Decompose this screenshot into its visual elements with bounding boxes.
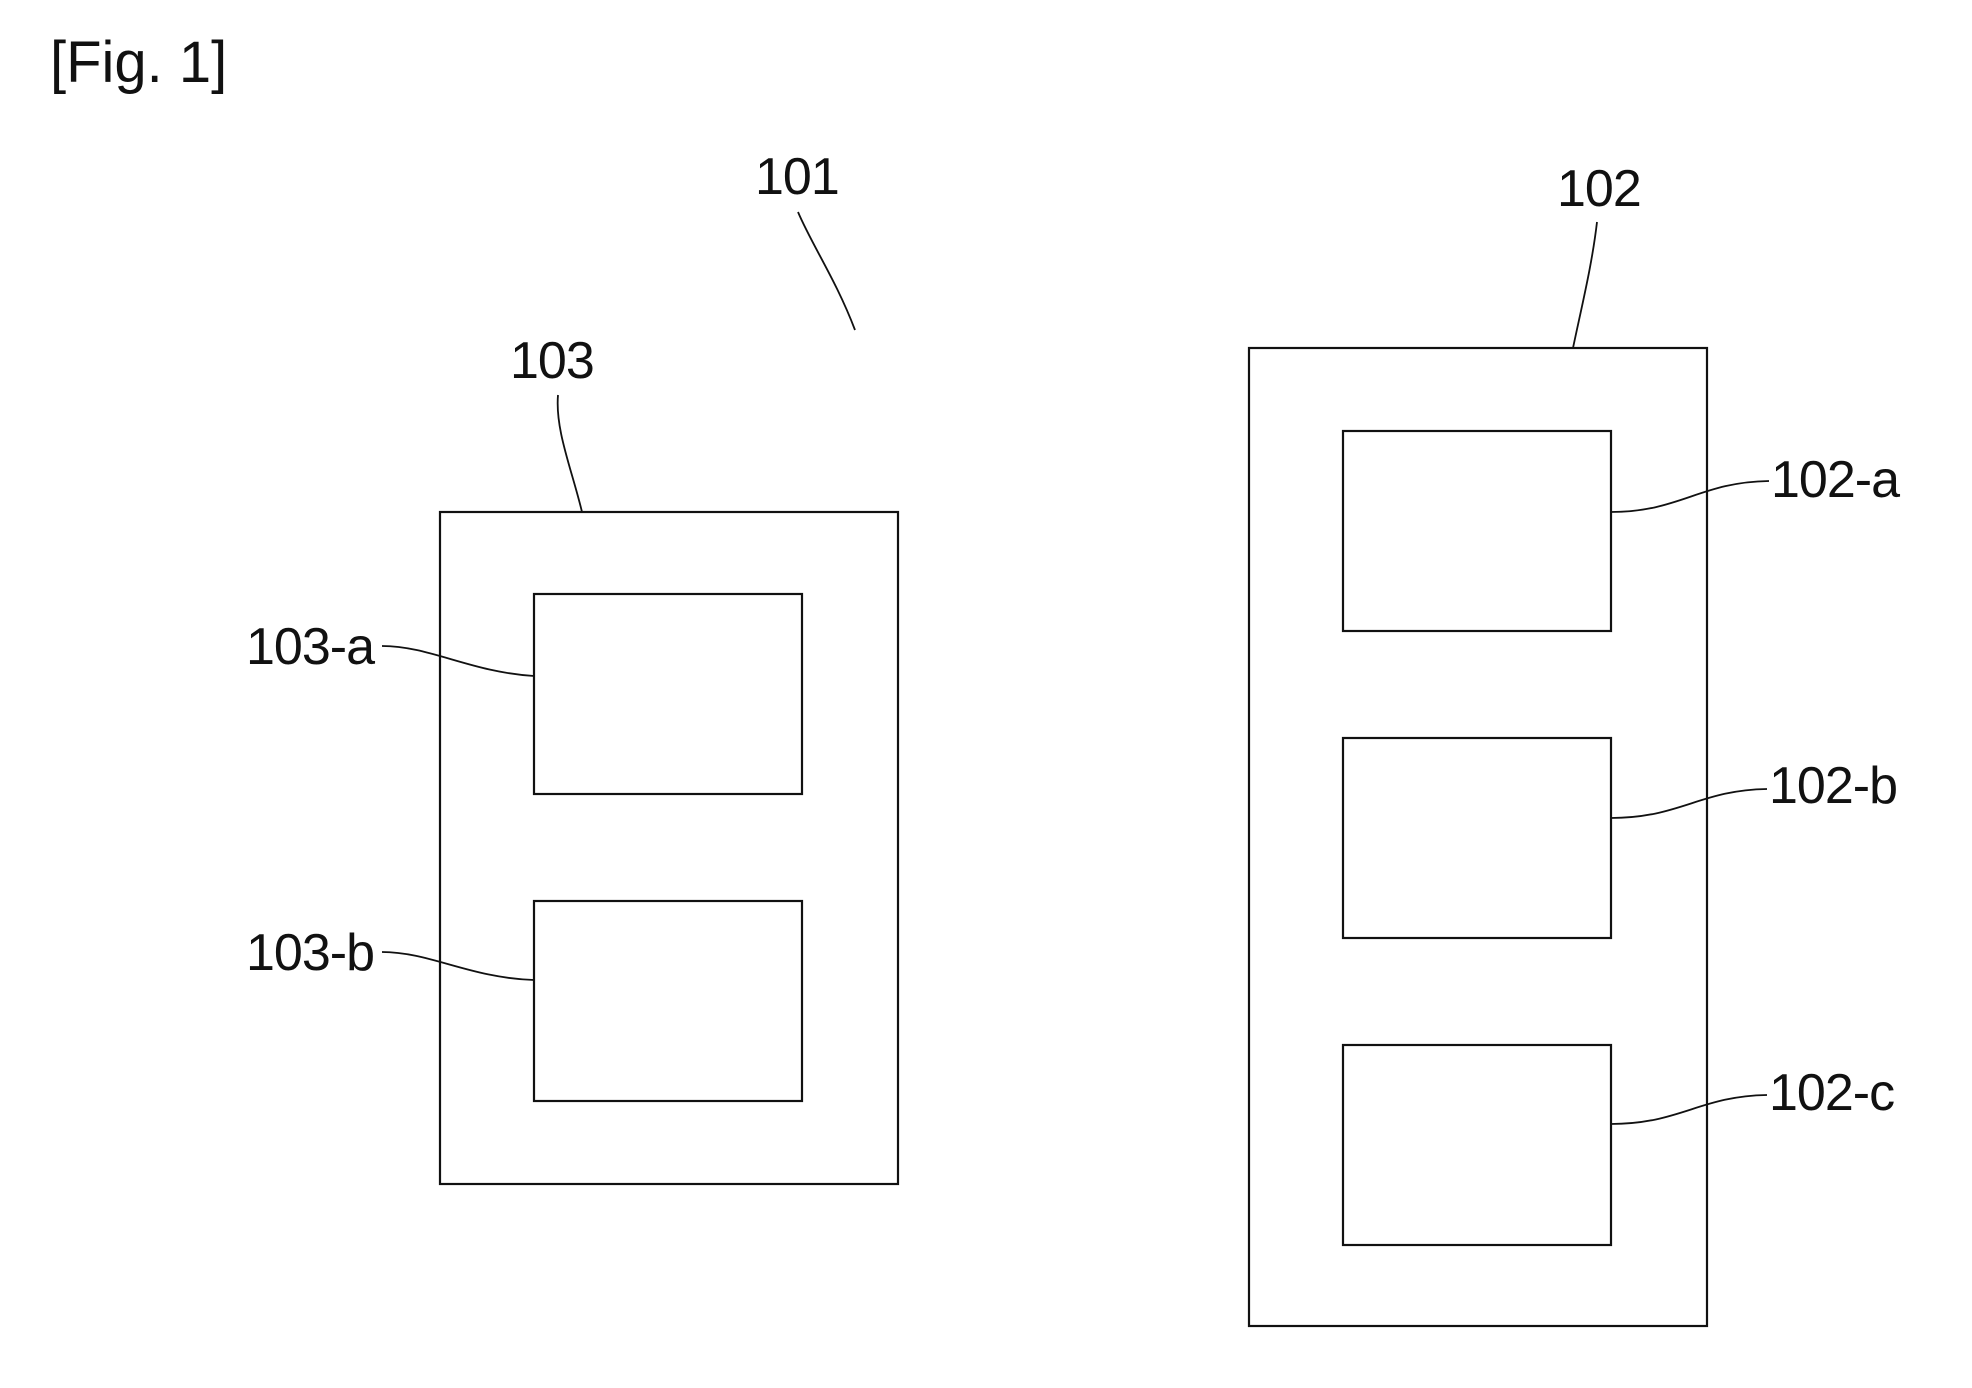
leader-103 — [556, 394, 583, 513]
leader-102-c — [1610, 1094, 1768, 1125]
module-102-c-box — [1341, 1043, 1613, 1247]
leader-101 — [797, 211, 856, 331]
label-103-a: 103-a — [246, 618, 375, 676]
leader-102 — [1572, 221, 1598, 349]
label-101: 101 — [755, 148, 839, 206]
module-103-b-box — [532, 899, 804, 1103]
figure-title: [Fig. 1] — [50, 30, 227, 95]
leader-102-b — [1610, 788, 1768, 819]
leader-102-a — [1610, 480, 1770, 513]
label-102-a: 102-a — [1771, 451, 1900, 509]
label-102-c: 102-c — [1769, 1064, 1894, 1122]
label-102-b: 102-b — [1769, 757, 1897, 815]
module-103-a-box — [532, 592, 804, 796]
leader-103-a — [381, 645, 535, 677]
module-102-b-box — [1341, 736, 1613, 940]
leader-103-b — [381, 951, 535, 981]
label-102: 102 — [1557, 160, 1641, 218]
module-102-a-box — [1341, 429, 1613, 633]
label-103-b: 103-b — [246, 924, 374, 982]
label-103: 103 — [510, 332, 594, 390]
